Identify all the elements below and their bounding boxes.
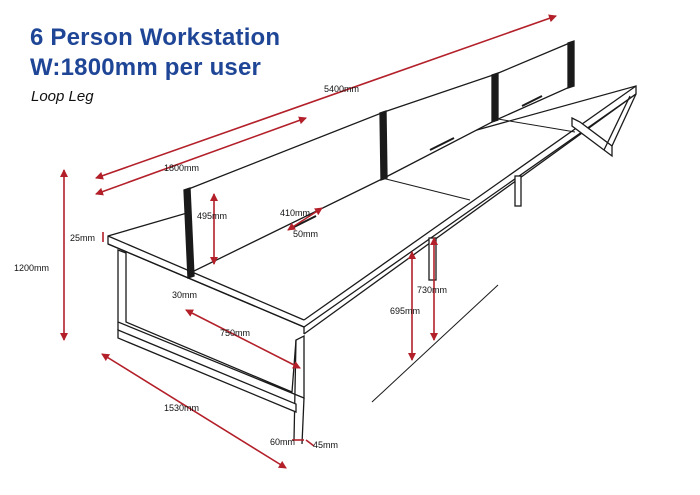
- dimension-labels: 5400mm 1800mm 495mm 25mm 1200mm 410mm 50…: [14, 84, 447, 450]
- label-leg-width: 60mm: [270, 437, 295, 447]
- mid-leg-1: [428, 237, 437, 281]
- rear-loop-leg: [571, 116, 613, 158]
- leg-type-label: Loop Leg: [31, 88, 94, 105]
- label-user-width: 1800mm: [164, 163, 199, 173]
- label-leg-clearance: 695mm: [390, 306, 420, 316]
- mid-leg-2: [514, 175, 522, 207]
- label-screen-height: 495mm: [197, 211, 227, 221]
- label-cable-port-width: 410mm: [280, 208, 310, 218]
- label-desk-height: 730mm: [417, 285, 447, 295]
- arrow-45: [305, 439, 315, 447]
- label-overall-depth: 1530mm: [164, 403, 199, 413]
- label-overall-height: 1200mm: [14, 263, 49, 273]
- arrow-1800: [95, 116, 307, 196]
- label-screen-thickness: 25mm: [70, 233, 95, 243]
- label-screen-offset: 30mm: [172, 290, 197, 300]
- arrow-1530: [101, 353, 287, 469]
- label-total-length: 5400mm: [324, 84, 359, 94]
- label-leg-thickness: 45mm: [313, 440, 338, 450]
- label-desk-depth: 750mm: [220, 328, 250, 338]
- dimension-arrows: [60, 14, 557, 469]
- label-cable-port-depth: 50mm: [293, 229, 318, 239]
- arrow-410: [287, 207, 323, 231]
